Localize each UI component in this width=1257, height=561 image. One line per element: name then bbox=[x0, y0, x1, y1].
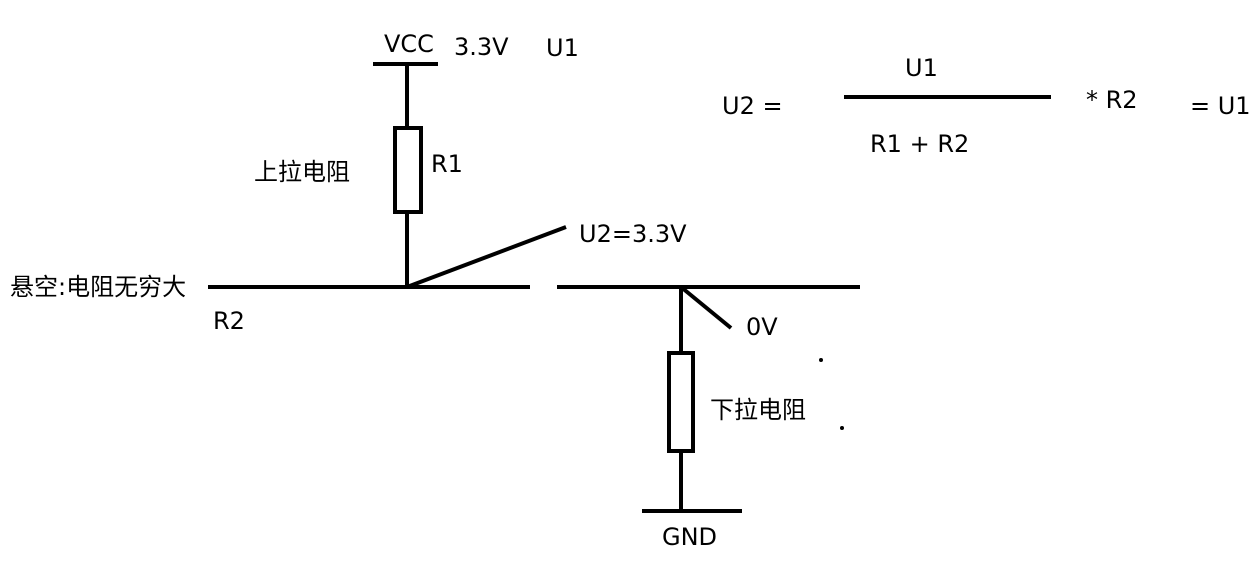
switch-arm-to-0v bbox=[679, 285, 733, 330]
pulldown-resistor-label: 下拉电阻 bbox=[710, 396, 806, 424]
u1-label: U1 bbox=[546, 34, 579, 62]
pullup-resistor-label: 上拉电阻 bbox=[254, 158, 350, 186]
formula-denominator: R1 + R2 bbox=[870, 130, 970, 158]
gnd-label: GND bbox=[662, 523, 718, 551]
u2-value-label: U2=3.3V bbox=[579, 220, 687, 248]
zero-volt-label: 0V bbox=[746, 313, 778, 341]
formula-times-r2: * R2 bbox=[1086, 86, 1138, 114]
vcc-voltage-label: 3.3V bbox=[454, 33, 509, 61]
r2-label: R2 bbox=[213, 307, 245, 335]
formula-lhs: U2 = bbox=[722, 92, 783, 120]
pulldown-resistor bbox=[667, 351, 695, 453]
stray-dot bbox=[819, 358, 823, 362]
stray-dot bbox=[840, 426, 844, 430]
floating-label: 悬空:电阻无穷大 bbox=[10, 273, 187, 301]
switch-arm-open bbox=[406, 225, 567, 289]
r1-resistor bbox=[393, 126, 423, 214]
formula-numerator: U1 bbox=[905, 54, 938, 82]
r1-label: R1 bbox=[431, 150, 463, 178]
vcc-label: VCC bbox=[384, 30, 434, 58]
formula-result: = U1 bbox=[1190, 92, 1251, 120]
